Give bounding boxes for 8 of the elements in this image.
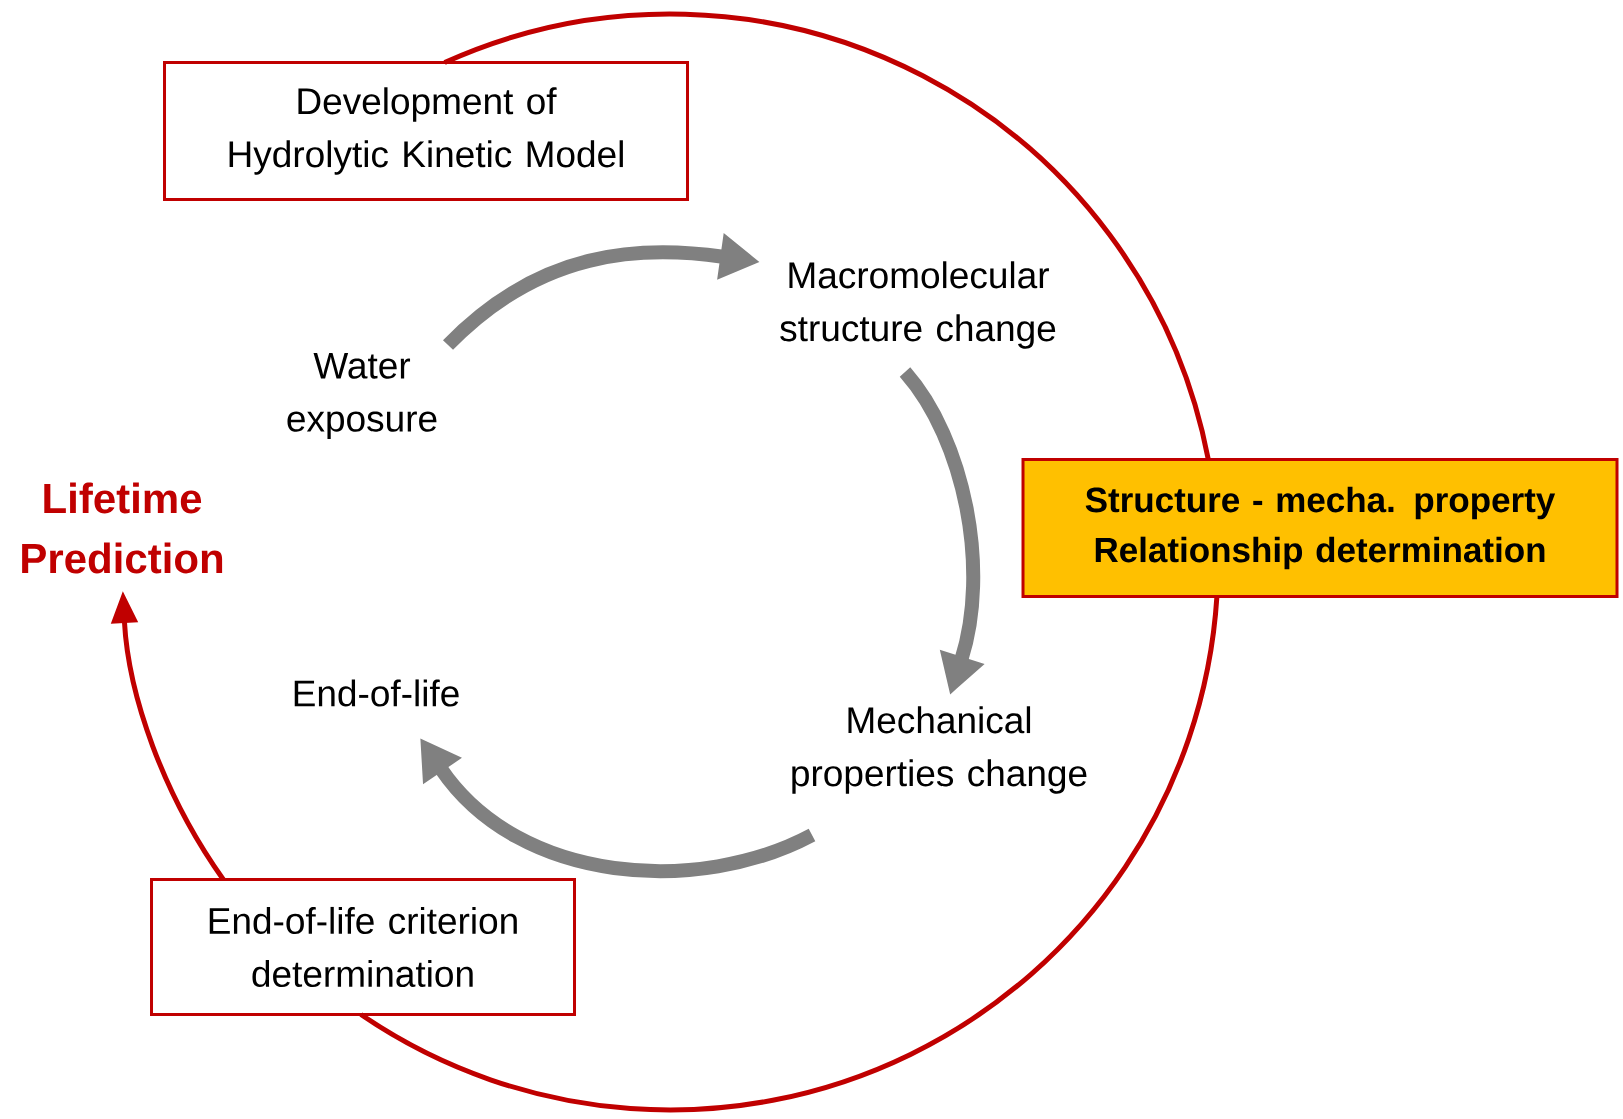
process-box: End-of-life criterion determination (150, 878, 576, 1016)
result-label: Lifetime Prediction (22, 482, 223, 574)
highlight-box: Structure - mecha. property Relationship determination (1021, 458, 1619, 598)
step-label: End-of-life (294, 679, 459, 707)
step-label: Mechanical properties change (792, 706, 1087, 794)
step-label: Macromolecular structure change (780, 261, 1056, 349)
process-box: Development of Hydrolytic Kinetic Model (163, 61, 689, 201)
step-label: Water exposure (287, 352, 437, 440)
